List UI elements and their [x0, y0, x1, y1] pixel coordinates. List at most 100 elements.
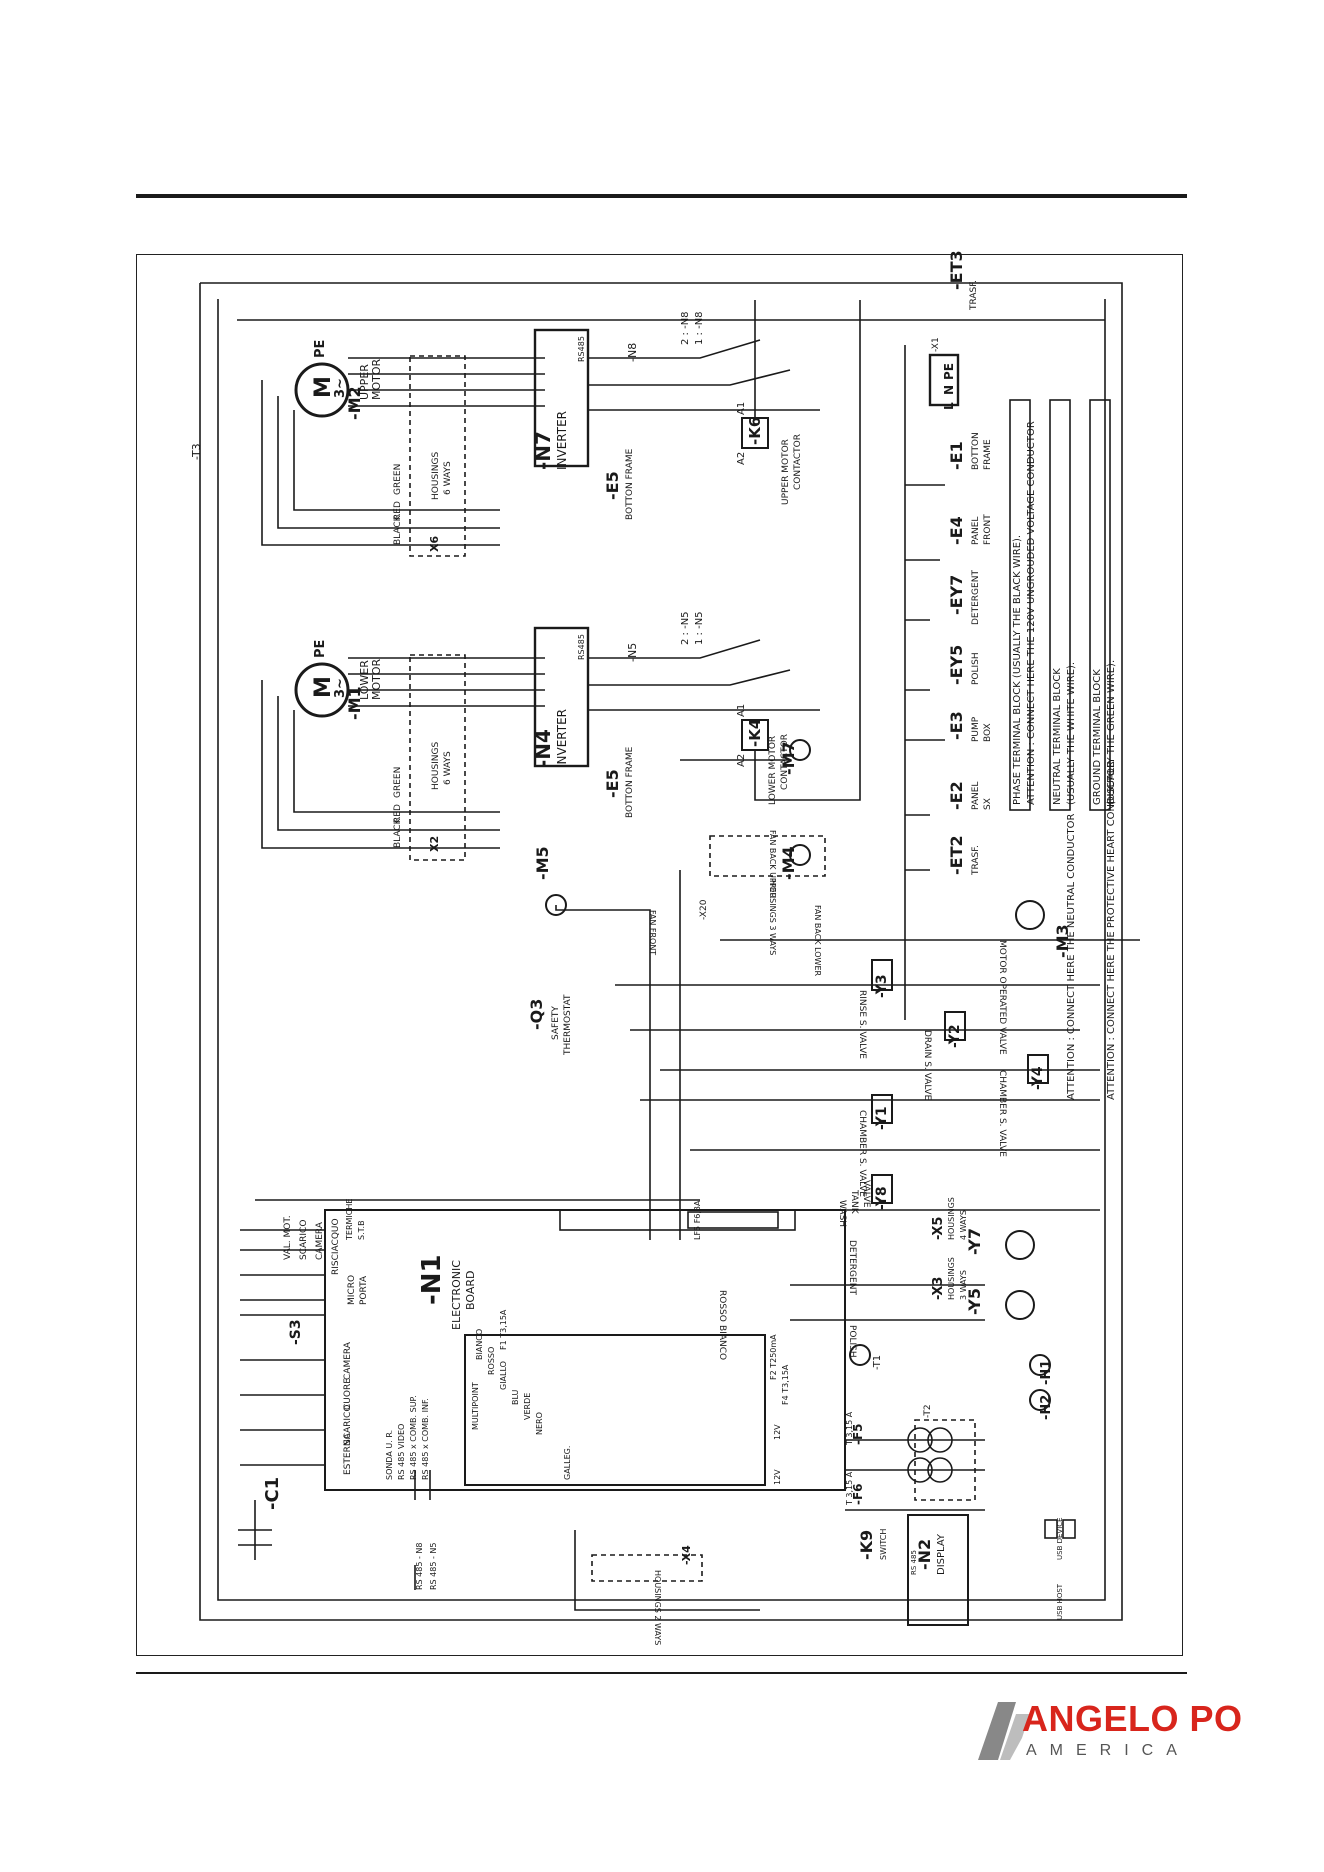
m1-pe: PE [313, 640, 328, 658]
t3-label: -T3 [190, 443, 203, 460]
n5-label: -N5 [626, 643, 639, 662]
n4-label: INVERTER [555, 709, 569, 768]
n8b-label: 1 : -N8 [694, 311, 705, 345]
y5-label: -Y5 [965, 1288, 984, 1315]
n4-rs: RS485 [577, 634, 586, 660]
f5-val: T 3,15 A [845, 1411, 854, 1446]
ey7-id: -EY7 [947, 575, 966, 615]
h2-label: -H2 [1039, 1395, 1054, 1420]
x20-label: -X20 [699, 899, 709, 920]
m7-id: -M7 [779, 741, 798, 775]
y7-label: -Y7 [965, 1228, 984, 1255]
e3-d1: PUMP [971, 716, 981, 742]
n1-rs-video: RS 485 VIDEO [397, 1424, 406, 1480]
t2-label: -T2 [923, 1404, 933, 1418]
y4-desc: CHAMBER S. VALVE [997, 1070, 1007, 1157]
n1-color-nero: NERO [535, 1412, 544, 1435]
n2-usb-device: USB DEVICE [1056, 1517, 1064, 1560]
k4-d1: LOWER MOTOR [768, 736, 778, 805]
n1-id: -N1 [417, 1254, 447, 1305]
x1-label: -X1 [931, 337, 941, 352]
note-phase: PHASE TERMINAL BLOCK (USUALLY THE BLACK … [1012, 535, 1023, 805]
wire-green-m1: GREEN [393, 767, 403, 798]
housing6-m1: HOUSINGS [431, 741, 441, 790]
n1-probe-cuore: CUORE [343, 1378, 353, 1410]
m1-id: -M1 [345, 686, 364, 720]
e1-d1: BOTTON [971, 432, 981, 470]
k9-desc: SWITCH [879, 1529, 888, 1560]
n1-galleg: GALLEG. [563, 1446, 572, 1480]
k6-d1: UPPER MOTOR [781, 439, 791, 505]
n1-in-risciacquo: RISCIACQUO [331, 1218, 341, 1275]
n1-in-scarico: SCARICO [299, 1220, 309, 1260]
y3-desc: RINSE S. VALVE [857, 990, 867, 1059]
n1-d2: BOARD [464, 1271, 477, 1310]
e2-d1: PANEL [971, 782, 981, 810]
n5b-label: 1 : -N5 [694, 611, 705, 645]
e4-d2: FRONT [983, 514, 993, 545]
pnl-l: L [942, 402, 956, 410]
wire-black-m1: BLACK [393, 817, 403, 848]
m1-phase: 3~ [333, 678, 348, 698]
x4-desc: HOUSINGS 2 WAYS [653, 1570, 662, 1645]
k4-d2: CONTACTOR [780, 734, 790, 790]
y2-id: -Y2 [947, 1024, 963, 1048]
rosso-label: ROSSO [717, 1290, 727, 1322]
k4-a1: A1 [736, 704, 747, 717]
q3-d1: SAFETY [551, 1006, 561, 1040]
x3-d1: HOUSINGS [947, 1257, 956, 1300]
bianco-label: BIANCO [717, 1325, 727, 1360]
n1-stb: S.T.B [357, 1220, 366, 1240]
q3-d2: THERMOSTAT [563, 994, 573, 1056]
x5-d2: 4 WAYS [959, 1210, 968, 1240]
n1-multipoint: MULTIPOINT [471, 1382, 480, 1430]
f6-val: T 3,15 A [845, 1471, 854, 1506]
housing6b-m1: 6 WAYS [443, 751, 453, 785]
note-ground-wire: (USUALLY THE GREEN WIRE). [1106, 660, 1117, 805]
e4-d1: PANEL [971, 517, 981, 545]
m2-desc1: UPPER [358, 364, 371, 400]
n1-color-verde: VERDE [523, 1393, 532, 1420]
x5-d1: HOUSINGS [947, 1197, 956, 1240]
n1-rs-inf: RS 485 x COMB. INF. [421, 1398, 430, 1480]
m1-sym: M [311, 676, 336, 698]
note-phase-attn: ATTENTION : CONNECT HERE THE 120V UNGROU… [1026, 421, 1037, 805]
e1-id: -E1 [947, 441, 966, 470]
y1-id: -Y1 [874, 1106, 890, 1130]
n7-label: INVERTER [555, 411, 569, 470]
x5-id: -X5 [931, 1217, 946, 1240]
fuse-f4: F4 T3,15A [781, 1364, 790, 1405]
ey5-id: -EY5 [947, 645, 966, 685]
x2-label: X2 [428, 836, 441, 852]
brand-sub: AMERICA [1026, 1742, 1190, 1759]
f5-id: -F5 [851, 1423, 865, 1445]
brand-logo [978, 1702, 1030, 1760]
wire-green-m2: GREEN [393, 464, 403, 495]
h1-label: -H1 [1039, 1360, 1054, 1385]
k9-id: -K9 [857, 1530, 876, 1560]
n1-color-bianco: BIANCO [475, 1329, 484, 1360]
n1-in-camera: CAMERA [315, 1221, 325, 1260]
f6-id: -F6 [851, 1483, 865, 1505]
n1-rs-sup: RS 485 x COMB. SUP. [409, 1395, 418, 1480]
y8-d2: TANK [849, 1189, 859, 1215]
bottom-rule [136, 1672, 1187, 1674]
m3-desc: MOTOR OPERATED VALVE [997, 940, 1007, 1055]
n2-id: -N2 [915, 1539, 934, 1570]
diagram-frame [136, 254, 1183, 1656]
n2-rs: RS 485 [910, 1550, 918, 1575]
n1-color-blu: BLU [511, 1389, 520, 1405]
et3-desc: TRASF. [969, 280, 979, 311]
note-neutral: NEUTRAL TERMINAL BLOCK [1052, 668, 1063, 805]
et2-id: -ET2 [947, 835, 966, 875]
pnl-n: N [942, 385, 956, 395]
e2-id: -E2 [947, 781, 966, 810]
rs-n8-label: RS 485 - N8 [415, 1543, 424, 1591]
k4-a2: A2 [736, 754, 747, 767]
n1-sonda: SONDA U. R. [385, 1430, 394, 1480]
v12-label-b: 12V [773, 1469, 782, 1485]
t1-label: -T1 [872, 1355, 883, 1370]
detergent-label: DETERGENT [847, 1240, 857, 1295]
x3-d2: 3 WAYS [959, 1270, 968, 1300]
m1-desc1: LOWER [358, 660, 371, 700]
